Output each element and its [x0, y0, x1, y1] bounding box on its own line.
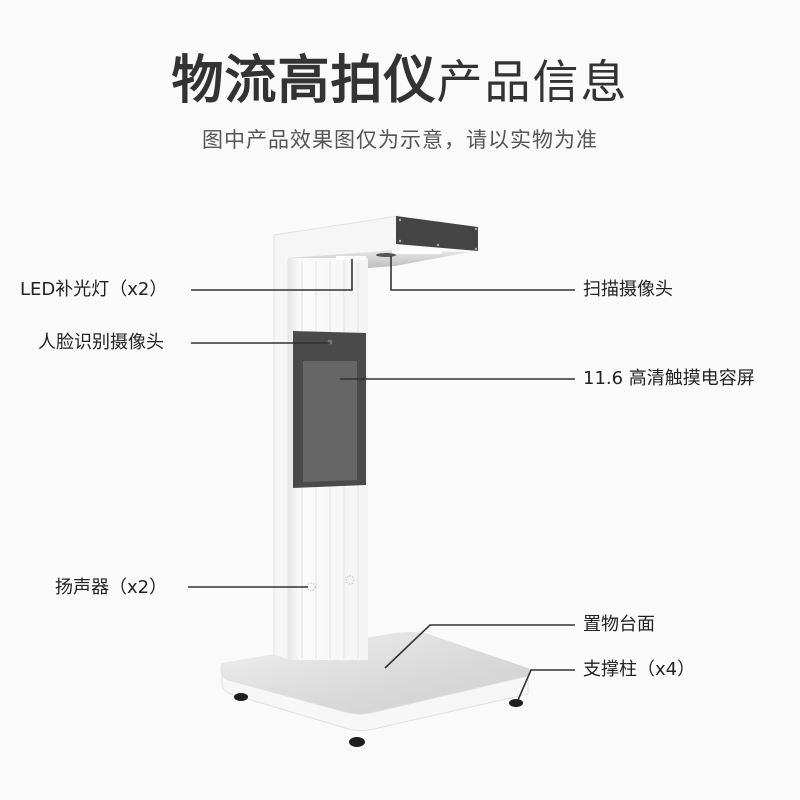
- callout-platform: 置物台面: [583, 614, 655, 635]
- speaker-icon: [345, 575, 355, 585]
- foot-icon: [509, 699, 523, 707]
- callout-support-feet: 支撑柱（x4）: [583, 659, 696, 680]
- foot-icon: [349, 737, 365, 747]
- led-strip-icon: [392, 250, 442, 254]
- title-light: 产品信息: [436, 55, 629, 109]
- callout-scan-camera: 扫描摄像头: [583, 279, 673, 300]
- callout-touchscreen: 11.6 高清触摸电容屏: [583, 368, 755, 389]
- callout-speaker: 扬声器（x2）: [55, 577, 168, 598]
- leader-lines: [188, 256, 575, 701]
- callout-face-camera: 人脸识别摄像头: [38, 332, 164, 353]
- page-title: 物流高拍仪产品信息: [0, 38, 800, 113]
- touchscreen: [293, 331, 366, 488]
- scanner-head: [396, 216, 478, 251]
- platform-base: [220, 632, 531, 747]
- page-subtitle: 图中产品效果图仅为示意，请以实物为准: [202, 128, 598, 152]
- title-bold: 物流高拍仪: [171, 51, 437, 111]
- led-strip-icon: [336, 256, 366, 260]
- scan-camera-icon: [376, 253, 396, 257]
- foot-icon: [234, 693, 248, 701]
- callout-led-light: LED补光灯（x2）: [20, 279, 168, 300]
